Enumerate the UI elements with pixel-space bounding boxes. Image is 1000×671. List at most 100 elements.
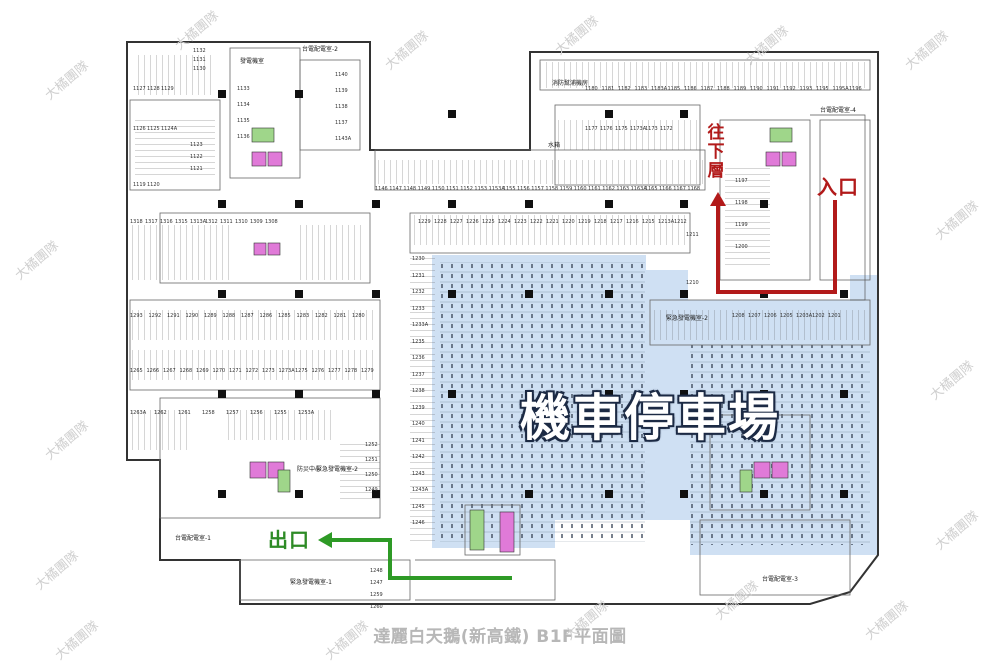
entry-arrow-head [710,192,726,206]
parking-slot-number: 1220 [562,219,575,225]
parking-slot-number: 1211 [686,232,699,238]
parking-slot-number: 1175 [615,126,628,132]
parking-slot-number: 1182 [618,86,631,92]
parking-slot-number: 1119 [133,182,146,188]
parking-slot-number: 1229 [418,219,431,225]
parking-slot-number: 1128 [147,86,160,92]
parking-slot-number: 1246 [412,520,425,526]
exit-label: 出口 [268,528,310,552]
parking-slot-number: 1146 [375,186,388,192]
parking-slot-number: 1172 [660,126,673,132]
parking-slot-number: 1268 [179,368,193,374]
parking-slot-number: 1308 [265,219,278,225]
room-label: 台電配電室-4 [820,107,856,114]
parking-slot-number: 1263A [130,410,147,416]
parking-slot-number: 1267 [163,368,176,374]
parking-slot-number: 1132 [193,48,206,54]
parking-slot-number: 1162 [602,186,615,192]
parking-slot-number: 1311 [220,219,233,225]
parking-slot-number: 1137 [335,120,348,126]
parking-slot-number: 1272 [245,368,259,374]
parking-slot-number: 1140 [335,72,348,78]
parking-slot-number: 1212 [674,219,687,225]
room-label: 台電配電室-1 [175,535,211,542]
exit-arrow [325,538,512,580]
parking-slot-number: 1269 [196,368,209,374]
parking-slot-number: 1219 [578,219,591,225]
parking-slot-number: 1181 [601,86,615,92]
parking-slot-number: 1253A [298,410,315,416]
parking-slot-number: 1316 [160,219,173,225]
parking-slot-number: 1191 [766,86,780,92]
parking-slot-number: 1158 [545,186,559,192]
parking-slot-number: 1176 [600,126,613,132]
parking-slot-number: 1240 [412,421,425,427]
parking-slot-number: 1151 [446,186,459,192]
parking-slot-number: 1124A [161,126,178,132]
parking-slot-number: 1242 [412,454,425,460]
parking-slot-number: 1223 [514,219,527,225]
room-label: 緊急發電機室-2 [666,315,708,322]
parking-slot-number: 1313A [190,219,207,225]
pillars [218,90,848,498]
parking-slot-number: 1227 [450,219,463,225]
parking-slot-number: 1266 [146,368,160,374]
parking-slot-number: 1251 [365,457,378,463]
parking-slot-number: 1215 [642,219,655,225]
room-label: 水箱 [548,142,561,149]
parking-slot-number: 1122 [190,154,203,160]
parking-slot-number: 1152 [460,186,473,192]
parking-slot-number: 1210 [686,280,699,286]
parking-slot-number: 1217 [610,219,623,225]
parking-slot-number: 1168 [687,186,701,192]
parking-slot-number: 1190 [750,86,763,92]
parking-slot-number: 1195A [832,86,849,92]
parking-slot-number: 1163 [616,186,630,192]
slot-strips [130,55,870,545]
parking-slot-number: 1135 [237,118,250,124]
parking-slot-number: 1207 [748,313,761,319]
parking-slot-number: 1243 [412,470,425,477]
parking-slot-number: 1235 [412,338,425,345]
parking-slot-number: 1163A [630,186,647,192]
parking-slot-number: 1183A [651,86,668,92]
parking-slot-number: 1225 [482,219,495,225]
parking-slot-number: 1243A [412,487,429,493]
parking-slot-number: 1287 [241,313,254,319]
parking-slot-number: 1201 [828,313,841,319]
parking-slot-number: 1255 [274,410,287,416]
parking-slot-number: 1205 [780,313,793,319]
parking-slot-number: 1277 [328,368,341,374]
map-caption: 達麗白天鵝(新高鐵) B1F平面圖 [373,627,627,647]
parking-slot-number: 1230 [412,256,425,262]
parking-slot-number: 1221 [546,219,559,225]
parking-slot-number: 1161 [588,186,601,192]
ramps [415,114,866,601]
parking-slot-number: 1216 [626,219,639,225]
parking-slot-number: 1260 [370,604,383,610]
parking-slot-number: 1153A [488,186,505,192]
parking-slot-number: 1177 [585,126,598,132]
parking-slot-number: 1127 [133,86,146,92]
parking-slot-number: 1160 [573,186,587,192]
parking-slot-number: 1262 [154,410,167,416]
parking-slot-number: 1208 [732,313,745,319]
parking-slot-number: 1129 [161,86,174,92]
parking-slot-number: 1120 [147,182,160,188]
room-label: 台電配電室-2 [302,46,338,53]
parking-slot-number: 1183 [634,86,648,92]
parking-slot-number: 1317 [145,219,158,225]
parking-slot-number: 1291 [167,313,180,319]
parking-slot-number: 1282 [315,313,328,319]
parking-slot-number: 1224 [498,219,511,225]
parking-slot-number: 1261 [178,410,191,416]
parking-slot-number: 1315 [175,219,188,225]
parking-slot-number: 1280 [352,313,365,319]
parking-slot-number: 1195 [816,86,829,92]
parking-slot-number: 1258 [202,410,215,416]
parking-slot-number: 1271 [229,368,242,374]
parking-slot-number: 1130 [193,66,206,72]
parking-slot-number: 1218 [594,219,607,225]
parking-slot-number: 1156 [517,186,530,192]
parking-slot-number: 1273 [262,368,275,374]
